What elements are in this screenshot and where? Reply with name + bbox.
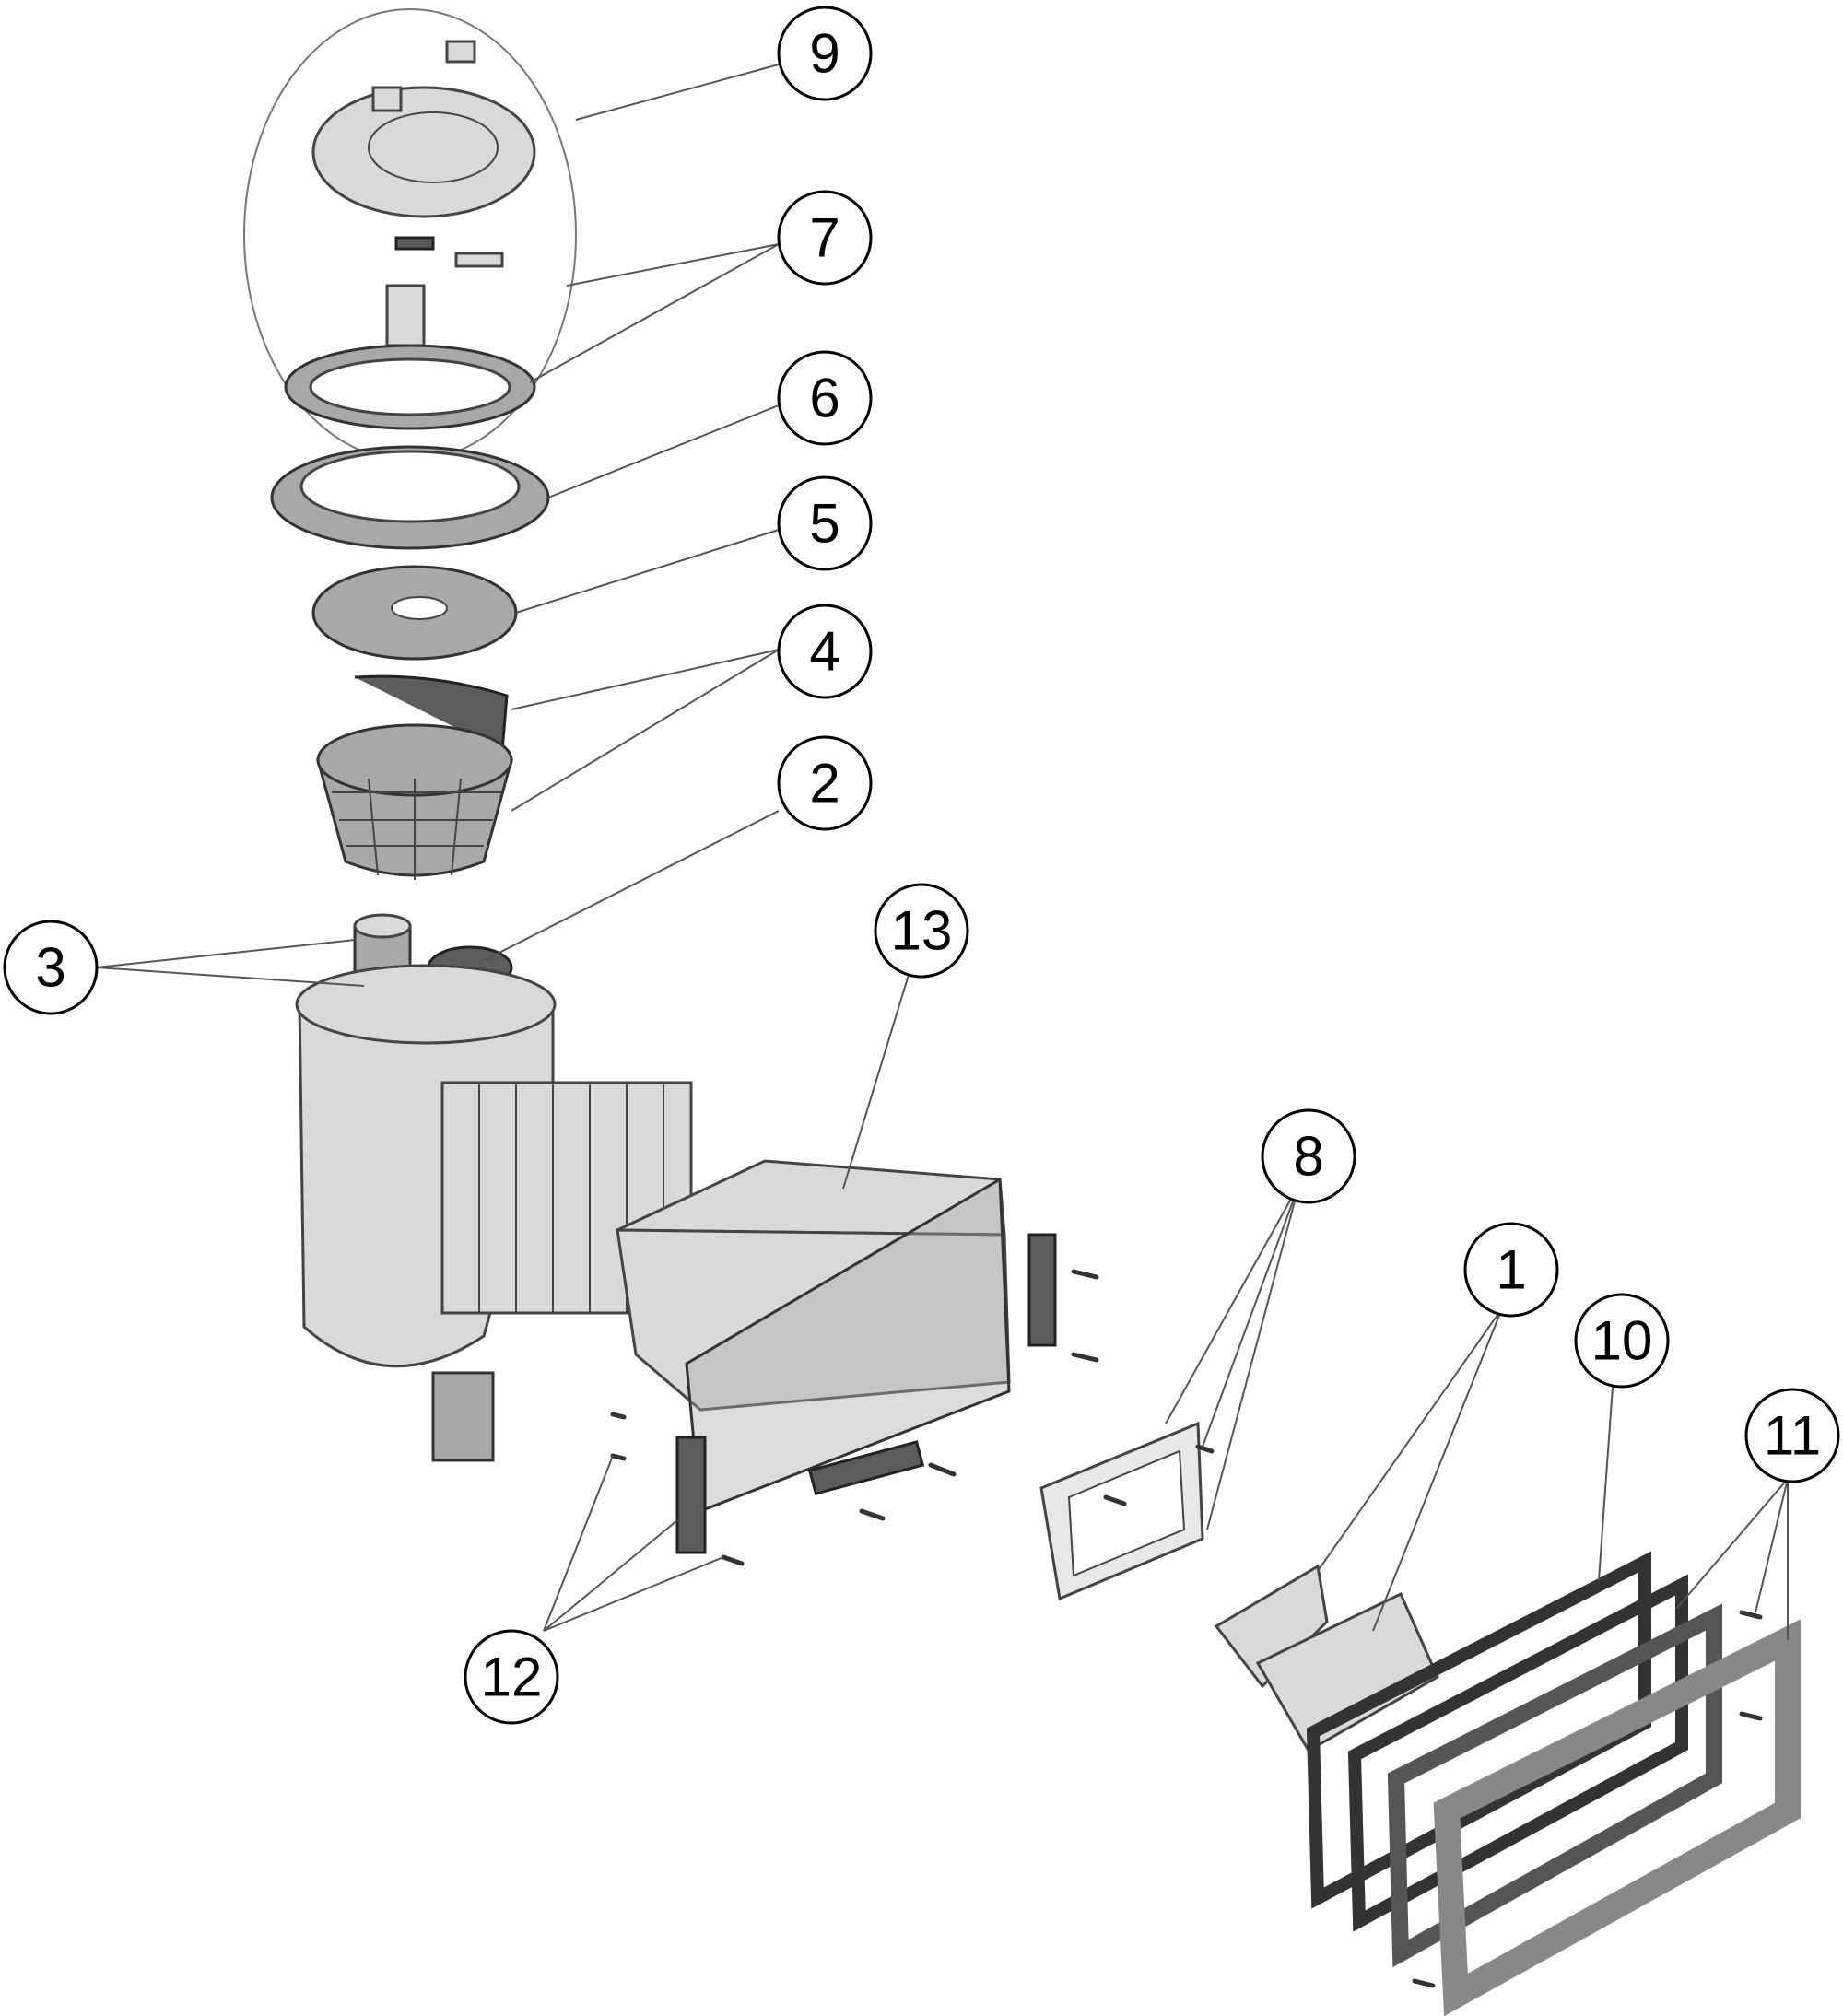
cap-top	[353, 913, 412, 939]
leader-8b	[1202, 1183, 1300, 1448]
trim-frame	[1433, 1619, 1801, 2016]
skimmer-lid	[311, 86, 536, 218]
callout-13: 13	[874, 883, 969, 979]
callout-8: 8	[1261, 1108, 1356, 1204]
leader-1a	[1317, 1307, 1503, 1572]
leader-12b	[543, 1519, 678, 1632]
callout-3: 3	[3, 920, 99, 1015]
leader-3b	[96, 967, 365, 987]
clamp-vertical-right	[1027, 1233, 1057, 1347]
gasket-3	[1387, 1603, 1722, 1968]
float-plate	[311, 565, 518, 661]
leader-11a	[1676, 1478, 1789, 1609]
screw	[928, 1462, 957, 1477]
leader-10	[1598, 1386, 1614, 1581]
leader-11b	[1755, 1478, 1789, 1613]
frame-part-8	[1039, 1421, 1215, 1601]
body-top-opening	[295, 964, 557, 1045]
callout-5: 5	[777, 475, 873, 571]
screw	[859, 1508, 886, 1521]
faceplate-a	[1214, 1564, 1329, 1689]
callout-10: 10	[1574, 1293, 1670, 1389]
clamp-horizontal	[807, 1440, 925, 1495]
callout-2: 2	[777, 735, 873, 831]
leader-13	[842, 962, 913, 1190]
skimmer-body	[295, 964, 693, 1462]
leader-3a	[96, 939, 356, 968]
mounting-ring	[270, 445, 550, 550]
lid-tab	[371, 86, 403, 112]
frame-opening	[1067, 1449, 1186, 1577]
callout-11: 11	[1744, 1388, 1840, 1483]
lid-clip	[445, 40, 476, 64]
lid-ring-detail	[368, 111, 499, 183]
trim-part-11	[1387, 1603, 1801, 2016]
leader-lines	[96, 64, 1789, 1640]
leader-7a	[566, 243, 780, 287]
lid-latch-1	[394, 236, 435, 251]
gasket-2	[1347, 1574, 1688, 1932]
leader-9	[575, 64, 780, 121]
screw	[1071, 1269, 1099, 1280]
callout-9-label: 9	[809, 23, 839, 85]
leader-12c	[543, 1556, 724, 1632]
screw	[1412, 1978, 1436, 1988]
collar-inner	[309, 357, 511, 416]
adapter-collar	[284, 284, 536, 430]
callout-7: 7	[777, 190, 873, 286]
leader-8a	[1165, 1183, 1300, 1424]
lid-assembly	[243, 8, 577, 462]
leader-7b	[529, 243, 780, 383]
callout-5-label: 5	[809, 493, 839, 555]
callout-6-label: 6	[809, 368, 839, 429]
screw	[610, 1453, 627, 1461]
leader-12a	[543, 1455, 614, 1632]
ring-inner	[299, 450, 521, 523]
weir-extension	[616, 1159, 1011, 1514]
strainer-basket	[316, 674, 513, 880]
screw	[1071, 1352, 1099, 1363]
callout-4-label: 4	[809, 621, 839, 683]
callout-2-label: 2	[809, 753, 839, 815]
screw	[1739, 1610, 1763, 1620]
screw	[1739, 1711, 1763, 1721]
callout-1-label: 1	[1496, 1239, 1526, 1301]
callout-7-label: 7	[809, 207, 839, 269]
clamp-vertical-left	[675, 1436, 707, 1554]
screw	[610, 1412, 627, 1420]
screw	[1103, 1494, 1127, 1506]
callout-13-label: 13	[891, 900, 953, 962]
callout-11-label: 11	[1764, 1405, 1821, 1467]
leader-2	[478, 810, 780, 964]
leader-1b	[1372, 1307, 1503, 1632]
clamps-part-12	[610, 1233, 1099, 1566]
callout-12-label: 12	[481, 1647, 543, 1708]
screw	[721, 1554, 745, 1566]
lid-latch-2	[454, 252, 504, 268]
callout-12: 12	[464, 1629, 559, 1725]
faceplate-b	[1255, 1591, 1439, 1753]
callout-6: 6	[777, 350, 873, 446]
callout-4: 4	[777, 604, 873, 699]
leader-6	[547, 404, 780, 498]
callout-10-label: 10	[1591, 1310, 1653, 1372]
leader-5	[515, 529, 780, 614]
callout-9: 9	[777, 6, 873, 101]
faceplates-part-1	[1214, 1564, 1439, 1753]
leader-8c	[1206, 1183, 1300, 1530]
screw	[1195, 1444, 1215, 1454]
extension-body	[616, 1228, 1011, 1412]
callout-3-label: 3	[35, 937, 65, 999]
leader-4a	[511, 649, 780, 710]
callout-1: 1	[1463, 1222, 1559, 1318]
basket-mesh	[332, 778, 502, 880]
plate-hole	[391, 596, 448, 620]
callout-8-label: 8	[1293, 1126, 1323, 1188]
body-outlet	[431, 1371, 495, 1462]
collar-post	[385, 284, 426, 347]
leader-4b	[511, 649, 780, 812]
